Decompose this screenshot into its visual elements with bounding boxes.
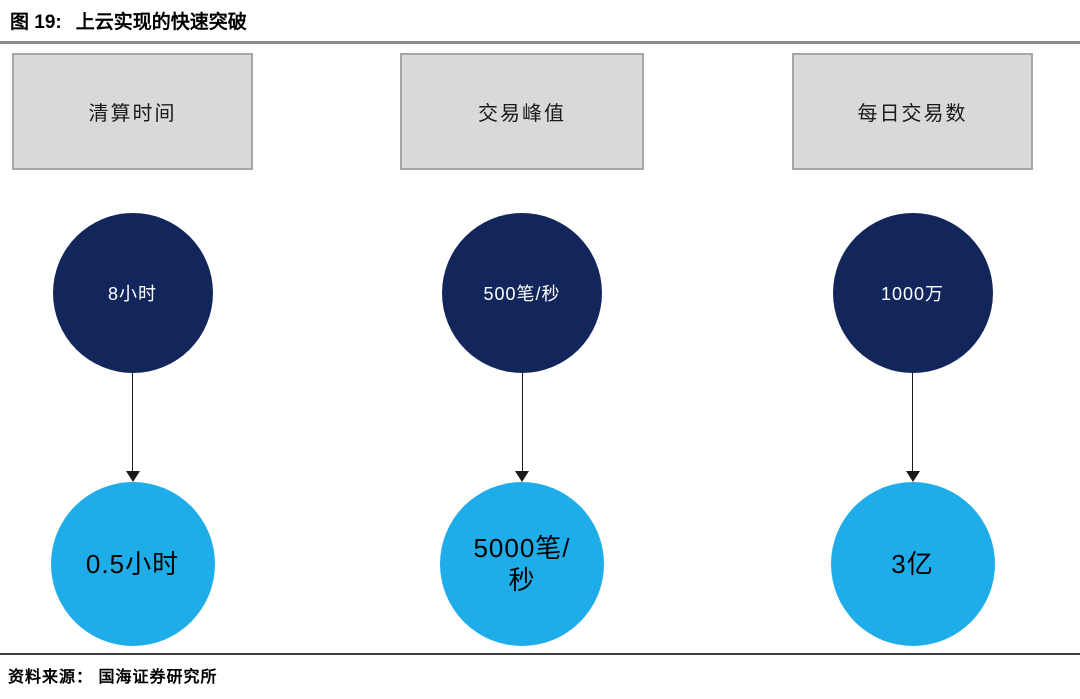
down-arrow [905, 373, 920, 482]
metric-header-box: 清算时间 [12, 53, 253, 170]
arrow-line [521, 373, 523, 471]
metric-header-box: 每日交易数 [792, 53, 1033, 170]
after-value: 5000笔/秒 [473, 532, 571, 596]
arrow-head-icon [515, 471, 529, 482]
down-arrow [515, 373, 529, 482]
after-value: 3亿 [891, 548, 934, 579]
arrow-line [132, 373, 133, 471]
title-divider [0, 41, 1080, 44]
before-circle: 1000万 [832, 213, 993, 373]
metric-header-label: 清算时间 [88, 103, 177, 125]
figure-number: 图 19: [10, 12, 62, 33]
source-note-text: 资料来源： 国海证券研究所 [8, 669, 218, 686]
before-value: 8小时 [107, 284, 157, 304]
metric-header-label: 每日交易数 [857, 103, 968, 125]
after-circle: 5000笔/秒 [440, 482, 604, 646]
after-circle: 3亿 [830, 482, 995, 646]
before-circle: 500笔/秒 [442, 213, 602, 373]
column-daily-transactions: 每日交易数 1000万 3亿 [792, 53, 1033, 646]
arrow-head-icon [905, 471, 920, 482]
before-value: 1000万 [880, 284, 945, 304]
figure-title: 图 19: 上云实现的快速突破 [10, 7, 247, 34]
metric-header-box: 交易峰值 [400, 53, 644, 170]
arrow-head-icon [125, 471, 140, 482]
figure-title-text: 上云实现的快速突破 [75, 12, 247, 33]
arrow-line [912, 373, 913, 471]
after-value: 0.5小时 [85, 548, 180, 579]
column-peak-transactions: 交易峰值 500笔/秒 5000笔/秒 [400, 53, 644, 646]
after-circle: 0.5小时 [50, 482, 215, 646]
before-value: 500笔/秒 [483, 284, 561, 304]
before-circle: 8小时 [52, 213, 213, 373]
footer-divider [0, 653, 1080, 655]
down-arrow [125, 373, 140, 482]
metric-header-label: 交易峰值 [478, 103, 566, 125]
source-note: 资料来源： 国海证券研究所 [8, 663, 217, 687]
column-clearing-time: 清算时间 8小时 0.5小时 [12, 53, 253, 646]
